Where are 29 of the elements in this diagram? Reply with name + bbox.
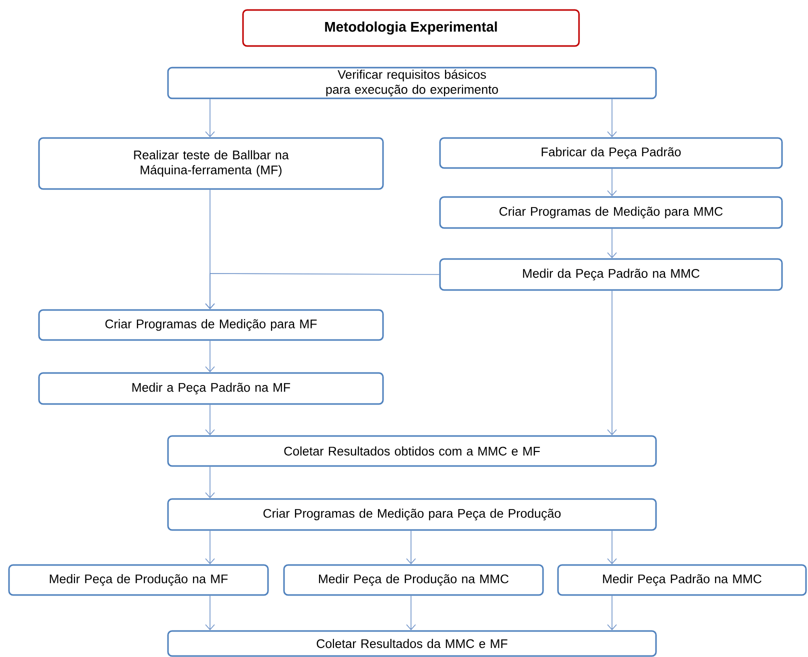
arrow [607,168,617,196]
arrow [406,530,416,564]
process-box: Criar Programas de Medição para MF [38,309,384,341]
process-box: Criar Programas de Medição para Peça de Produção [167,498,657,531]
process-box: Coletar Resultados obtidos com a MMC e MF [167,435,657,467]
arrow [205,466,215,498]
title-box: Metodologia Experimental [242,9,580,47]
process-box: Fabricar da Peça Padrão [439,137,783,169]
process-box: Medir Peça Padrão na MMC [557,564,807,596]
arrow [205,530,215,564]
arrow [607,98,617,138]
arrow [205,98,215,138]
process-box: Coletar Resultados da MMC e MF [167,630,657,657]
arrow [607,530,617,564]
process-box: Realizar teste de Ballbar na Máquina-ferramenta (MF) [38,137,384,190]
arrow [205,595,215,630]
arrow [607,228,617,258]
arrow [406,595,416,630]
arrow [607,595,617,630]
process-box: Medir Peça de Produção na MMC [283,564,544,596]
process-box: Verificar requisitos básicos para execução do experimento [167,66,657,100]
process-box: Medir da Peça Padrão na MMC [439,258,783,291]
arrow [607,290,617,436]
process-box: Criar Programas de Medição para MMC [439,196,783,229]
process-box: Medir a Peça Padrão na MF [38,372,384,405]
arrow [205,340,215,372]
arrow [205,273,440,310]
process-box: Medir Peça de Produção na MF [8,564,269,596]
arrow [205,404,215,436]
